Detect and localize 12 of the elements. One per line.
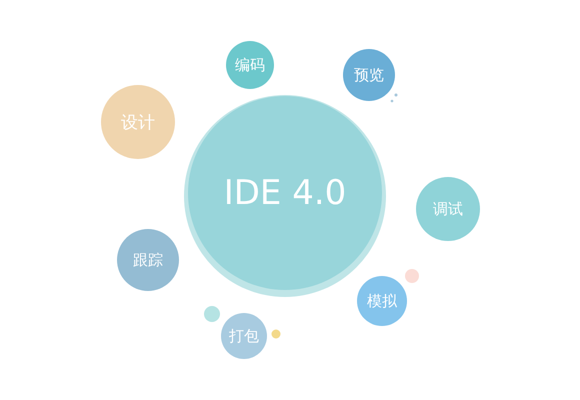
topic-circle: [357, 276, 407, 326]
title-text: IDE 4.0: [224, 173, 346, 213]
topic-circle: [221, 313, 267, 359]
topic-circle: [226, 41, 274, 89]
topic-circle: [343, 49, 395, 101]
topic-label: 编码: [235, 56, 265, 74]
topic-label: 调试: [433, 200, 463, 218]
topic-label: 跟踪: [133, 250, 163, 270]
topic-label: 设计: [121, 112, 155, 134]
topic-label: 打包: [229, 326, 259, 346]
topic-label: 预览: [354, 66, 384, 84]
topic-label: 模拟: [367, 292, 397, 310]
